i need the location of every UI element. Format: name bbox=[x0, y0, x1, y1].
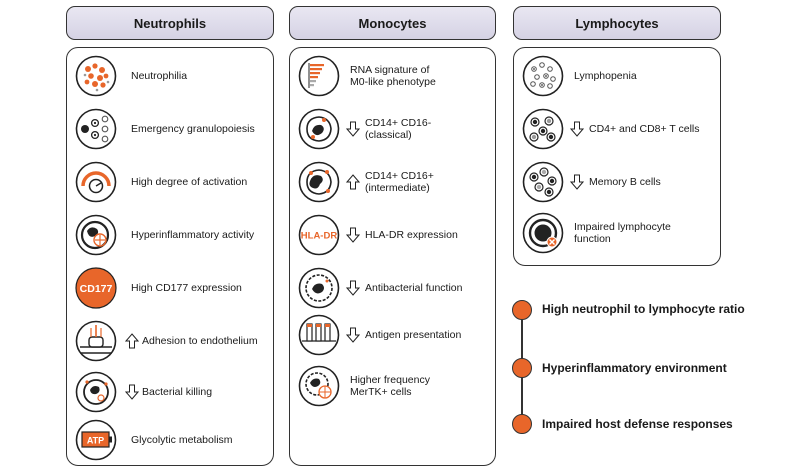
lymphopenia-icon bbox=[522, 55, 564, 97]
atp-battery-icon: ATP bbox=[75, 419, 117, 461]
arrow-down-icon bbox=[125, 384, 139, 400]
arrow-up-icon bbox=[125, 333, 139, 349]
impaired-lymphocyte-icon bbox=[522, 212, 564, 254]
list-item: CD177 High CD177 expression bbox=[67, 266, 273, 310]
lymphopenia-label: Lymphopenia bbox=[574, 70, 637, 82]
lymphocytes-header: Lymphocytes bbox=[513, 6, 721, 40]
bacterial-killing-label: Bacterial killing bbox=[142, 386, 213, 398]
arrow-down-icon bbox=[346, 280, 360, 296]
hla-dr-text: HLA-DR bbox=[301, 231, 338, 242]
timeline-label-nlr: High neutrophil to lymphocyte ratio bbox=[542, 302, 745, 316]
memory-b-cells-icon bbox=[522, 161, 564, 203]
monocytes-header: Monocytes bbox=[289, 6, 496, 40]
timeline-node bbox=[512, 300, 532, 320]
memory-b-cells-label: Memory B cells bbox=[589, 176, 661, 188]
neutrophilia-icon bbox=[75, 55, 117, 97]
arrow-up-icon bbox=[346, 174, 360, 190]
intermediate-monocyte-icon bbox=[298, 161, 340, 203]
mertk-label: Higher frequency MerTK+ cells bbox=[350, 374, 430, 398]
list-item: HLA-DR HLA-DR expression bbox=[290, 213, 495, 257]
arrow-down-icon bbox=[346, 121, 360, 137]
timeline-label-hyperinflammatory: Hyperinflammatory environment bbox=[542, 361, 727, 375]
list-item: Impaired lymphocyte function bbox=[514, 211, 720, 255]
hla-dr-icon: HLA-DR bbox=[298, 214, 340, 256]
outcome-timeline: High neutrophil to lymphocyte ratio Hype… bbox=[512, 300, 782, 440]
arrow-down-icon bbox=[346, 327, 360, 343]
atp-text: ATP bbox=[87, 436, 104, 446]
neutrophilia-label: Neutrophilia bbox=[131, 70, 188, 82]
list-item: Memory B cells bbox=[514, 160, 720, 204]
list-item: Emergency granulopoiesis bbox=[67, 107, 273, 151]
intermediate-label: CD14+ CD16+ (intermediate) bbox=[365, 170, 434, 194]
list-item: Neutrophilia bbox=[67, 54, 273, 98]
arrow-down-icon bbox=[346, 227, 360, 243]
classical-monocyte-icon bbox=[298, 108, 340, 150]
rna-signature-icon bbox=[298, 55, 340, 97]
granulopoiesis-icon bbox=[75, 108, 117, 150]
timeline-label-host-defense: Impaired host defense responses bbox=[542, 417, 733, 431]
granulopoiesis-label: Emergency granulopoiesis bbox=[131, 123, 255, 135]
neutrophils-title: Neutrophils bbox=[133, 15, 207, 31]
timeline-node bbox=[512, 414, 532, 434]
mertk-cell-icon bbox=[298, 365, 340, 407]
list-item: Antigen presentation bbox=[290, 313, 495, 357]
classical-label: CD14+ CD16- (classical) bbox=[365, 117, 432, 141]
list-item: CD4+ and CD8+ T cells bbox=[514, 107, 720, 151]
cd177-badge-icon: CD177 bbox=[75, 267, 117, 309]
endothelium-adhesion-icon bbox=[75, 320, 117, 362]
impaired-lymphocyte-label: Impaired lymphocyte function bbox=[574, 221, 671, 245]
activation-label: High degree of activation bbox=[131, 176, 248, 188]
list-item: CD14+ CD16+ (intermediate) bbox=[290, 160, 495, 204]
hla-dr-label: HLA-DR expression bbox=[365, 229, 458, 241]
adhesion-label: Adhesion to endothelium bbox=[142, 335, 258, 347]
list-item: High degree of activation bbox=[67, 160, 273, 204]
neutrophils-panel: Neutrophilia Emergency granulopoiesis Hi… bbox=[66, 47, 274, 466]
rna-signature-label: RNA signature of M0-like phenotype bbox=[350, 64, 436, 88]
hyperinflammatory-label: Hyperinflammatory activity bbox=[131, 229, 255, 241]
monocytes-panel: RNA signature of M0-like phenotype CD14+… bbox=[289, 47, 496, 466]
monocytes-title: Monocytes bbox=[358, 15, 427, 31]
list-item: Adhesion to endothelium bbox=[67, 319, 273, 363]
antigen-presentation-label: Antigen presentation bbox=[365, 329, 462, 341]
cd177-text: CD177 bbox=[80, 283, 113, 295]
lymphocytes-title: Lymphocytes bbox=[575, 15, 659, 31]
hyperinflammatory-cell-icon bbox=[75, 214, 117, 256]
glycolytic-label: Glycolytic metabolism bbox=[131, 434, 233, 446]
arrow-down-icon bbox=[570, 121, 584, 137]
list-item: Antibacterial function bbox=[290, 266, 495, 310]
antigen-presentation-icon bbox=[298, 314, 340, 356]
list-item: Hyperinflammatory activity bbox=[67, 213, 273, 257]
arrow-down-icon bbox=[570, 174, 584, 190]
lymphocytes-panel: Lymphopenia CD4+ and CD8+ T cells Memory… bbox=[513, 47, 721, 266]
antibacterial-label: Antibacterial function bbox=[365, 282, 463, 294]
bacterial-killing-icon bbox=[75, 371, 117, 413]
t-cells-label: CD4+ and CD8+ T cells bbox=[589, 123, 700, 135]
cd177-label: High CD177 expression bbox=[131, 282, 242, 294]
list-item: Lymphopenia bbox=[514, 54, 720, 98]
neutrophils-header: Neutrophils bbox=[66, 6, 274, 40]
list-item: CD14+ CD16- (classical) bbox=[290, 107, 495, 151]
timeline-node bbox=[512, 358, 532, 378]
antibacterial-icon bbox=[298, 267, 340, 309]
list-item: ATP Glycolytic metabolism bbox=[67, 418, 273, 462]
list-item: RNA signature of M0-like phenotype bbox=[290, 54, 495, 98]
list-item: Bacterial killing bbox=[67, 370, 273, 414]
activation-gauge-icon bbox=[75, 161, 117, 203]
t-cells-icon bbox=[522, 108, 564, 150]
list-item: Higher frequency MerTK+ cells bbox=[290, 364, 495, 408]
